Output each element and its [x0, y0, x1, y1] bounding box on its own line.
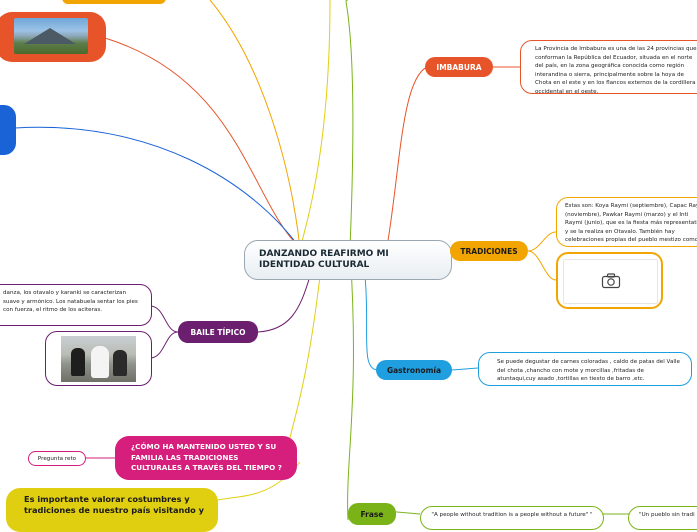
pregunta-reto-label: Pregunta reto [37, 455, 77, 462]
blue-partial-node[interactable] [0, 105, 16, 155]
volcano-image [14, 18, 88, 54]
image-placeholder [563, 259, 658, 304]
baile-description-card[interactable]: danza, los otavalo y karanki se caracter… [0, 284, 152, 326]
branch-tradiciones[interactable]: TRADICIONES [450, 241, 528, 261]
branch-tradiciones-label: TRADICIONES [460, 246, 518, 256]
connector-lines [14, 0, 630, 520]
gastronomia-description: Se puede degustar de carnes coloradas , … [497, 359, 680, 383]
top-partial-node[interactable] [62, 0, 166, 4]
frase-quote-en: "A people without tradition is a people … [431, 512, 593, 518]
frase-quote-es-card[interactable]: "Un pueblo sin tradi [628, 506, 697, 530]
branch-frase-label: Frase [360, 509, 384, 519]
central-topic[interactable]: DANZANDO REAFIRMO MI IDENTIDAD CULTURAL [244, 240, 452, 280]
branch-pregunta[interactable]: ¿CÓMO HA MANTENIDO USTED Y SU FAMILIA LA… [115, 436, 297, 480]
branch-frase[interactable]: Frase [348, 503, 396, 525]
branch-gastronomia-label: Gastronomía [386, 365, 442, 375]
branch-valorar-label: Es importante valorar costumbres y tradi… [24, 494, 204, 515]
central-title: DANZANDO REAFIRMO MI IDENTIDAD CULTURAL [259, 249, 389, 270]
tradiciones-image-card[interactable] [556, 252, 663, 309]
branch-gastronomia[interactable]: Gastronomía [376, 360, 452, 380]
tradiciones-description: Estas son: Koya Raymi (septiembre), Capa… [565, 203, 697, 246]
baile-image-card[interactable] [45, 331, 152, 386]
imbabura-description-card[interactable]: La Provincia de Imbabura es una de las 2… [520, 40, 697, 94]
branch-valorar[interactable]: Es importante valorar costumbres y tradi… [6, 488, 218, 532]
branch-imbabura-label: IMBABURA [436, 62, 482, 72]
branch-imbabura[interactable]: IMBABURA [425, 57, 493, 77]
dancers-image [61, 336, 136, 382]
branch-baile-tipico[interactable]: BAILE TÍPICO [178, 321, 258, 343]
branch-baile-tipico-label: BAILE TÍPICO [190, 327, 246, 337]
gastronomia-description-card[interactable]: Se puede degustar de carnes coloradas , … [478, 352, 692, 386]
frase-quote-es: "Un pueblo sin tradi [639, 512, 695, 518]
pregunta-reto-card[interactable]: Pregunta reto [28, 451, 86, 466]
baile-description: danza, los otavalo y karanki se caracter… [3, 290, 138, 314]
imbabura-description: La Provincia de Imbabura es una de las 2… [535, 46, 697, 94]
image-node-volcano[interactable] [0, 12, 106, 62]
branch-pregunta-label: ¿CÓMO HA MANTENIDO USTED Y SU FAMILIA LA… [131, 442, 282, 472]
frase-quote-en-card[interactable]: "A people without tradition is a people … [420, 506, 604, 530]
camera-icon [601, 273, 621, 289]
tradiciones-description-card[interactable]: Estas son: Koya Raymi (septiembre), Capa… [556, 197, 697, 247]
